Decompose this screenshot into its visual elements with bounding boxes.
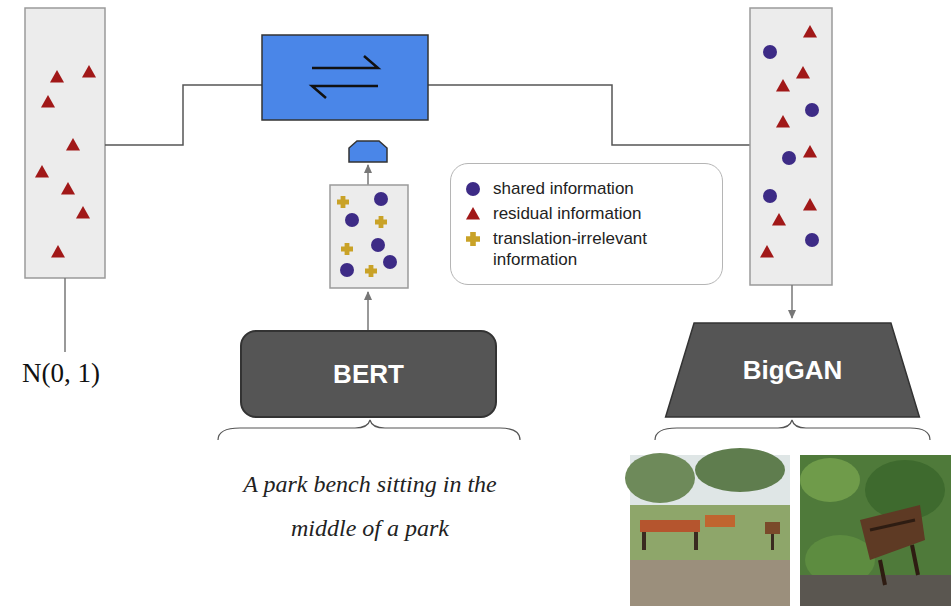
residual-marker — [760, 245, 774, 258]
flow-block — [262, 35, 428, 120]
residual-marker — [776, 115, 790, 128]
legend-sample — [463, 179, 483, 199]
legend-text: residual information — [493, 203, 703, 224]
residual-marker — [76, 206, 90, 219]
legend-box: shared information residual information tr… — [450, 163, 723, 285]
shared-marker — [371, 238, 385, 252]
shared-marker — [805, 233, 819, 247]
harpoon-symbol — [312, 86, 378, 98]
arrow — [367, 165, 369, 185]
irrelevant-marker — [466, 232, 480, 246]
legend-text: shared information — [493, 178, 703, 199]
text-embedding — [330, 185, 408, 288]
irrelevant-marker — [365, 265, 377, 277]
harpoon-symbol — [312, 56, 378, 68]
generated-image — [800, 455, 951, 606]
residual-marker — [803, 198, 817, 211]
shared-marker — [466, 182, 480, 196]
residual-marker — [50, 70, 64, 83]
generated-image — [625, 448, 790, 606]
residual-marker — [776, 79, 790, 92]
residual-marker — [772, 213, 786, 226]
irrelevant-marker — [341, 243, 353, 255]
irrelevant-marker — [375, 216, 387, 228]
bracket — [218, 420, 520, 440]
condition-tab — [349, 141, 387, 162]
residual-marker — [803, 145, 817, 158]
residual-marker — [66, 138, 80, 151]
shared-marker — [763, 45, 777, 59]
residual-marker — [803, 25, 817, 38]
wire — [105, 85, 262, 145]
irrelevant-marker — [337, 196, 349, 208]
latent-vector — [750, 8, 832, 285]
input-caption: A park bench sitting in the middle of a … — [240, 462, 500, 550]
residual-marker — [796, 66, 810, 79]
shared-marker — [374, 192, 388, 206]
residual-marker — [35, 165, 49, 178]
residual-marker — [51, 245, 65, 258]
shared-marker — [345, 213, 359, 227]
distribution-label: N(0, 1) — [22, 358, 132, 389]
arrow — [791, 285, 793, 318]
legend-row: translation-irrelevant information — [463, 228, 708, 270]
node-title: BigGAN — [743, 355, 843, 386]
shared-marker — [383, 255, 397, 269]
arrow — [367, 292, 369, 330]
shared-marker — [805, 103, 819, 117]
shared-marker — [340, 263, 354, 277]
node-title: BERT — [333, 359, 404, 390]
wire — [64, 278, 66, 352]
shared-marker — [782, 151, 796, 165]
residual-marker — [82, 65, 96, 78]
residual-marker — [61, 182, 75, 195]
encoder-box: BERT — [240, 330, 497, 418]
residual-marker — [466, 207, 480, 220]
wire — [428, 85, 750, 145]
shared-marker — [763, 189, 777, 203]
residual-marker — [41, 95, 55, 108]
legend-row: residual information — [463, 203, 708, 224]
legend-sample — [463, 204, 483, 224]
legend-row: shared information — [463, 178, 708, 199]
bracket — [655, 420, 930, 440]
noise-vector — [25, 8, 105, 278]
legend-sample — [463, 229, 483, 249]
legend-text: translation-irrelevant information — [493, 228, 703, 270]
generator-box: BigGAN — [663, 322, 922, 418]
